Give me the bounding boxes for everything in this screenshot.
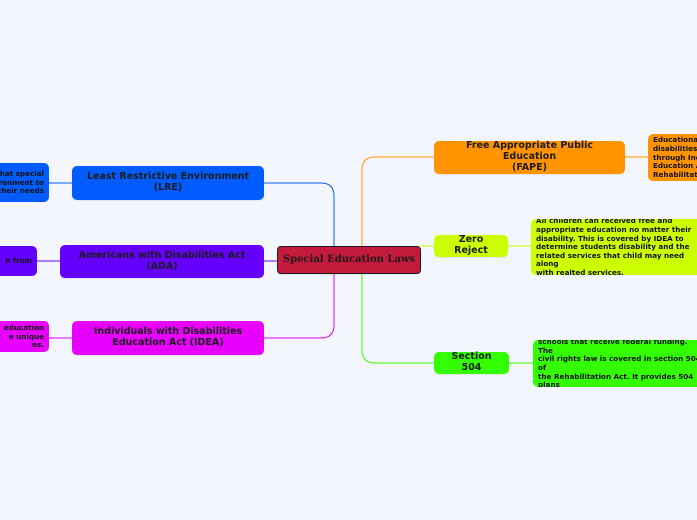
note-lre[interactable]: that special ronment to their needs: [0, 163, 49, 202]
link-idea: [264, 274, 335, 339]
note-fape-text: Educational disabilities through Ind Edu…: [653, 135, 697, 179]
topic-idea-label: Individuals with Disabilities Education …: [93, 326, 243, 348]
note-fape[interactable]: Educational disabilities through Ind Edu…: [648, 134, 697, 181]
central-topic[interactable]: Special Education Laws: [277, 246, 421, 274]
topic-zero-reject[interactable]: Zero Reject: [434, 234, 508, 257]
note-zero-reject[interactable]: All children can received free and appro…: [531, 219, 697, 275]
topic-lre-label: Least Restrictive Environment (LRE): [86, 171, 249, 193]
topic-section-504-label: Section 504: [451, 351, 492, 373]
note-section-504[interactable]: Disability discrimination is prohibited …: [533, 340, 697, 387]
topic-ada-label: Americans with Disabilities Act (ADA): [78, 249, 246, 272]
topic-fape[interactable]: Free Appropriate Public Education (FAPE): [434, 140, 625, 174]
topic-idea[interactable]: Individuals with Disabilities Education …: [72, 321, 264, 355]
note-idea[interactable]: education e unique es.: [0, 321, 49, 352]
link-section-504: [361, 274, 434, 364]
link-lre: [264, 182, 335, 246]
link-fape: [361, 156, 434, 246]
topic-fape-label: Free Appropriate Public Education (FAPE): [465, 140, 594, 173]
topic-zero-reject-label: Zero Reject: [454, 234, 488, 256]
note-zero-reject-text: All children can received free and appro…: [536, 219, 692, 275]
note-lre-text: that special ronment to their needs: [0, 169, 44, 196]
topic-section-504[interactable]: Section 504: [434, 351, 509, 374]
note-ada-text: n from: [5, 256, 32, 266]
topic-ada[interactable]: Americans with Disabilities Act (ADA): [60, 245, 264, 278]
note-idea-text: education e unique es.: [3, 323, 44, 350]
note-section-504-text: Disability discrimination is prohibited …: [538, 340, 697, 387]
central-topic-label: Special Education Laws: [282, 254, 416, 266]
note-ada[interactable]: n from: [0, 246, 37, 276]
topic-lre[interactable]: Least Restrictive Environment (LRE): [72, 166, 264, 200]
